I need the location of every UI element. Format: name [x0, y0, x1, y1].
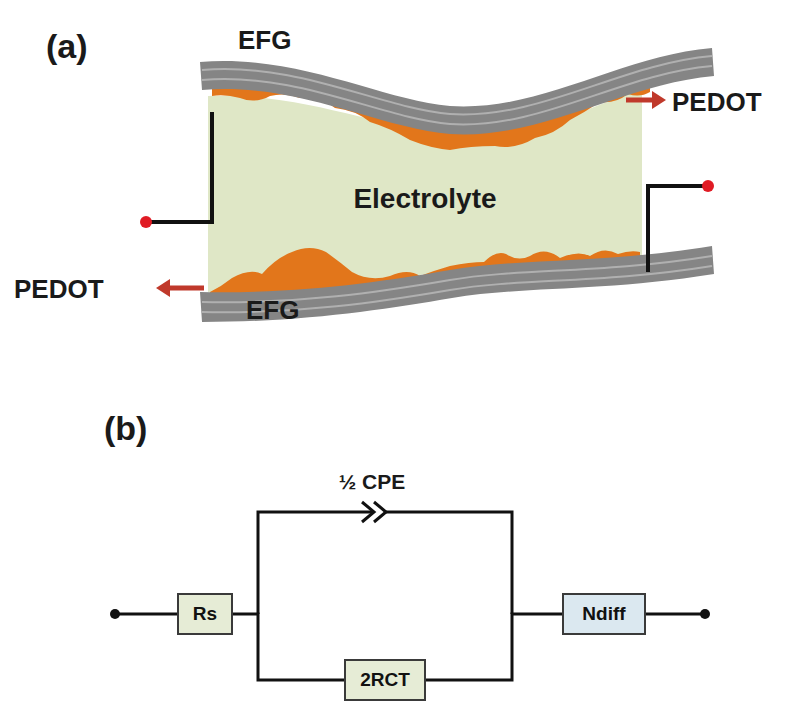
circuit-wire [646, 613, 705, 616]
layer-label: PEDOT [672, 88, 762, 117]
circuit-wire [115, 613, 180, 616]
element-label: 2RCT [360, 669, 410, 691]
pointer-arrow [652, 91, 666, 109]
circuit-element-box: 2RCT [344, 659, 426, 701]
layer-label: PEDOT [14, 275, 104, 304]
cpe-symbol [362, 502, 386, 522]
terminal-dot [702, 180, 714, 192]
circuit-wire [233, 614, 344, 680]
element-label: Ndiff [582, 603, 625, 625]
layer-label: EFG [246, 296, 299, 325]
pointer-arrow [626, 98, 654, 103]
panel-letter: (a) [46, 28, 88, 65]
terminal-dot [110, 609, 120, 619]
efg-sheet [202, 56, 712, 124]
lead-wire [648, 186, 708, 272]
circuit-element-box: Rs [177, 593, 233, 635]
pointer-arrow [170, 286, 204, 291]
efg-layer [200, 48, 714, 134]
panel-letter: (b) [104, 410, 147, 447]
circuit-element-box: Ndiff [562, 593, 646, 635]
element-label: Rs [193, 603, 217, 625]
pointer-arrow [156, 279, 170, 297]
terminal-dot [700, 609, 710, 619]
circuit-wire [258, 512, 512, 614]
terminal-dot [140, 216, 152, 228]
circuit-wire [426, 614, 562, 680]
region-label: Electrolyte [353, 184, 496, 215]
lead-wire [146, 112, 212, 222]
component-label: ½ CPE [339, 470, 406, 493]
layer-label: EFG [238, 26, 291, 55]
